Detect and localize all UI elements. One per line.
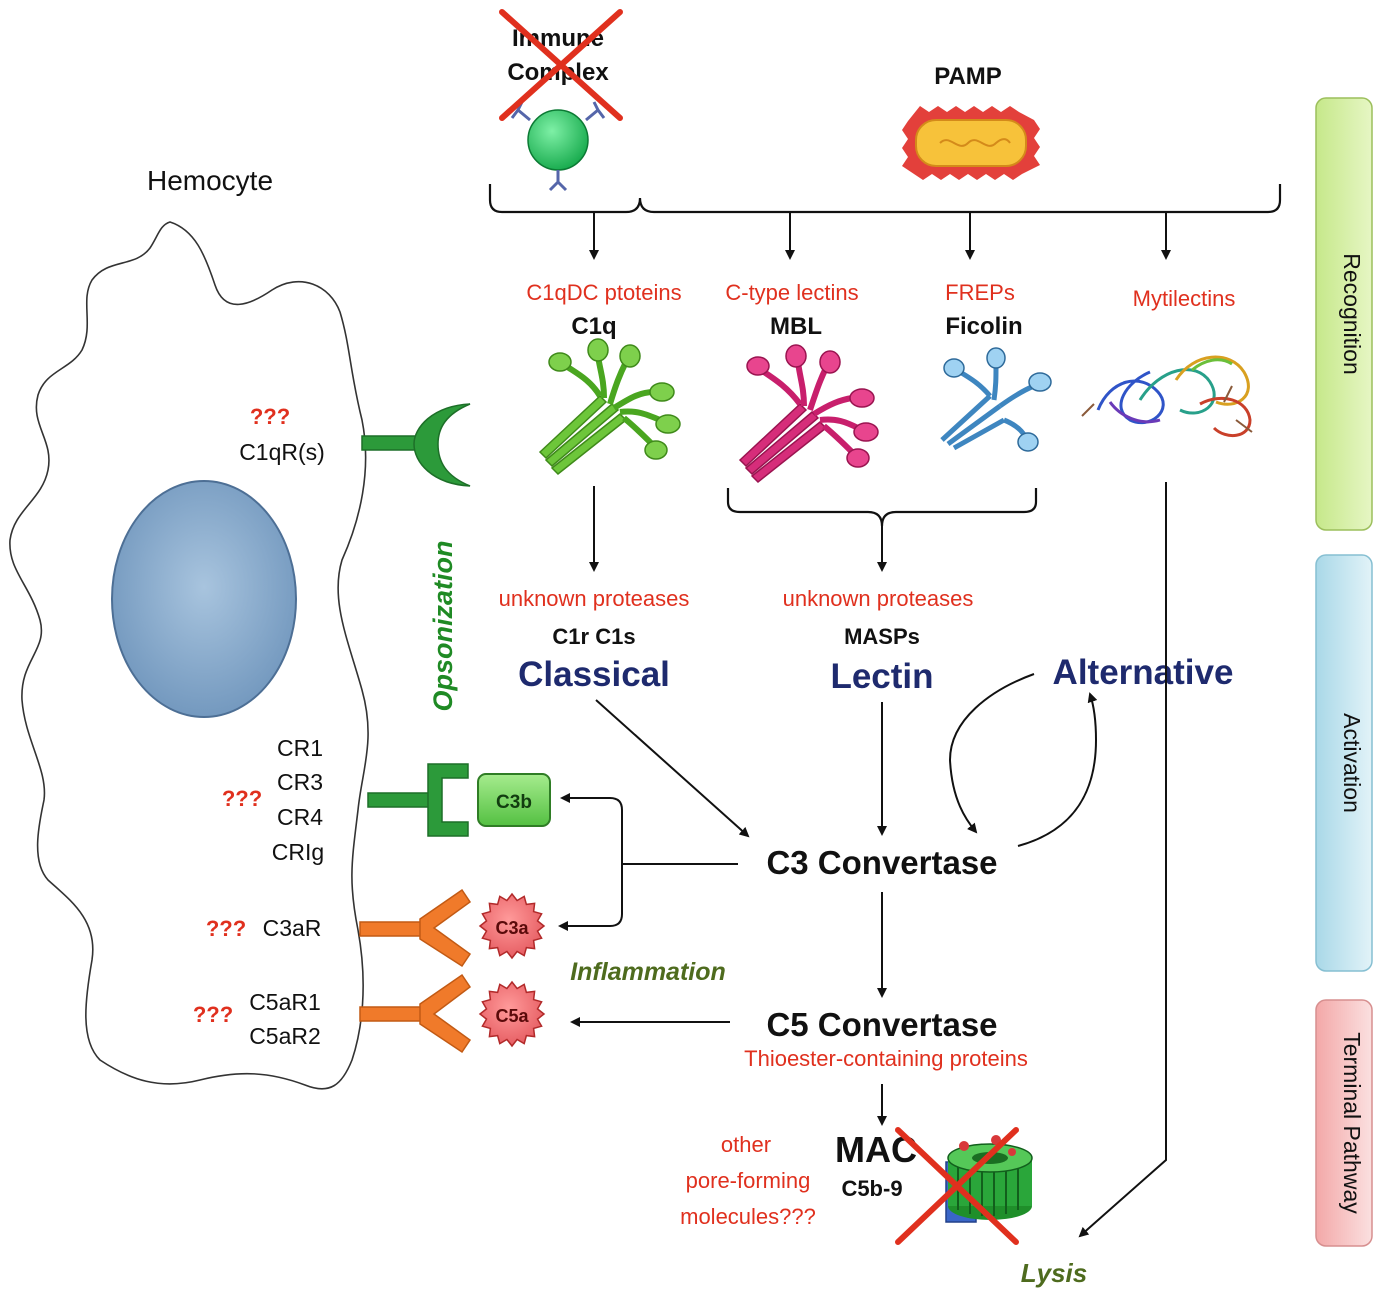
lectin-proteases: unknown proteases <box>783 586 974 611</box>
c3b-badge: C3b <box>477 773 551 827</box>
opsonization-label: Opsonization <box>428 541 458 712</box>
freps-label: FREPs <box>945 280 1015 305</box>
cross-mark-icon <box>499 9 623 121</box>
band-recognition: Recognition <box>1315 97 1373 531</box>
other-pore-line3: molecules??? <box>680 1204 816 1229</box>
svg-text:C3a: C3a <box>495 918 529 938</box>
mbl-molecule <box>738 344 879 484</box>
c1q-molecule <box>538 338 681 476</box>
alternative-pathway: Alternative <box>1053 653 1234 692</box>
mbl-label: MBL <box>770 313 822 340</box>
pamp-bacterium: PAMP <box>902 63 1040 180</box>
recognition-arrows <box>589 212 1171 260</box>
cr-receptor <box>367 763 469 837</box>
lectin-pathway: Lectin <box>830 657 933 696</box>
c3ar-unknown: ??? <box>206 916 246 941</box>
c3-split-arrows <box>558 793 738 931</box>
c5-convertase: C5 Convertase <box>766 1006 997 1043</box>
ficolin-label: Ficolin <box>945 313 1022 340</box>
other-pore-line2: pore-forming <box>686 1168 811 1193</box>
cross-mark-icon <box>895 1127 1019 1245</box>
cr1-label: CR1 <box>277 735 323 761</box>
c1qr-unknown: ??? <box>250 404 290 429</box>
mytilectin-structure <box>1081 355 1253 437</box>
c5ar1-label: C5aR1 <box>249 989 321 1015</box>
svg-text:Terminal Pathway: Terminal Pathway <box>1339 1032 1365 1214</box>
c5ar-unknown: ??? <box>193 1002 233 1027</box>
cr3-label: CR3 <box>277 769 323 795</box>
c1qr-label: C1qR(s) <box>239 439 325 465</box>
other-pore-line1: other <box>721 1132 771 1157</box>
recognition-brace <box>488 184 1282 214</box>
mac-sub-label: C5b-9 <box>841 1176 902 1201</box>
inflammation-label: Inflammation <box>570 958 726 986</box>
c3a-badge: C3a <box>478 892 546 960</box>
band-activation: Activation <box>1315 554 1373 972</box>
pamp-label: PAMP <box>934 63 1002 90</box>
mac-pore <box>895 1127 1033 1245</box>
ctype-lectins-label: C-type lectins <box>725 280 858 305</box>
cr4-label: CR4 <box>277 804 323 830</box>
c5ar2-label: C5aR2 <box>249 1023 321 1049</box>
ficolin-molecule <box>940 347 1052 452</box>
immune-complex: Immune Complex <box>499 9 623 192</box>
crig-label: CRIg <box>272 839 324 865</box>
activation-arrows <box>589 486 887 572</box>
svg-text:C3b: C3b <box>496 792 532 813</box>
c1q-label: C1q <box>571 313 616 340</box>
nucleus <box>111 480 297 718</box>
svg-text:C5a: C5a <box>495 1006 529 1026</box>
c1qdc-label: C1qDC ptoteins <box>526 280 681 305</box>
c3ar-label: C3aR <box>263 915 322 941</box>
c3ar-receptor <box>359 888 472 968</box>
lectin-brace <box>726 488 1038 527</box>
cascade-arrows <box>570 482 1167 1238</box>
band-terminal: Terminal Pathway <box>1315 999 1373 1247</box>
classical-proteases: unknown proteases <box>499 586 690 611</box>
hemocyte-title: Hemocyte <box>147 165 273 196</box>
c5a-badge: C5a <box>478 980 546 1048</box>
classical-enzymes: C1r C1s <box>552 624 635 649</box>
thioester-label: Thioester-containing proteins <box>744 1046 1028 1071</box>
lectin-enzymes: MASPs <box>844 624 920 649</box>
c3-convertase: C3 Convertase <box>766 844 997 881</box>
lysis-label: Lysis <box>1021 1258 1088 1288</box>
classical-pathway: Classical <box>518 655 670 694</box>
mytilectins-label: Mytilectins <box>1133 286 1236 311</box>
c5ar-receptor <box>359 973 472 1054</box>
cr-unknown: ??? <box>222 786 262 811</box>
svg-text:Recognition: Recognition <box>1339 253 1365 374</box>
c1qr-receptor <box>361 403 471 487</box>
svg-text:Activation: Activation <box>1339 713 1365 813</box>
